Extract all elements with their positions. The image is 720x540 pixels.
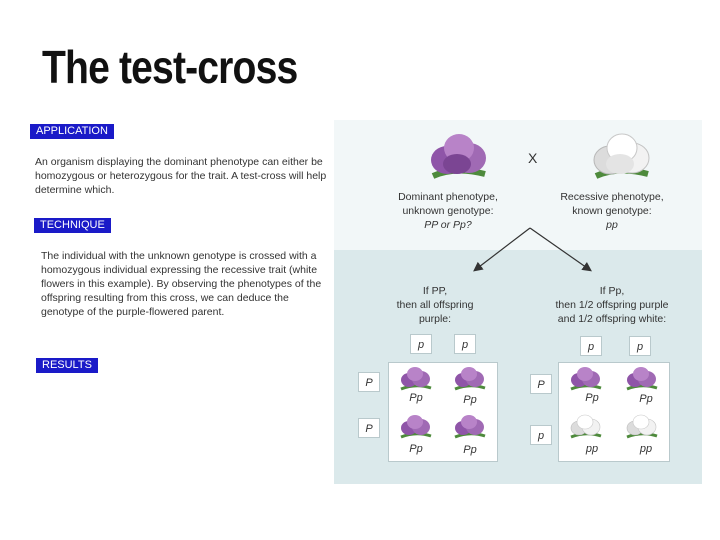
application-text: An organism displaying the dominant phen… xyxy=(35,156,327,196)
right-outcome-text: If Pp, then 1/2 offspring purple and 1/2… xyxy=(555,285,669,325)
right-cell-genotype: pp xyxy=(585,443,599,455)
offspring-purple-flower-icon xyxy=(400,367,432,391)
offspring-purple-flower-icon xyxy=(400,415,432,439)
left-outcome-text: If PP, then all offspring purple: xyxy=(396,285,474,325)
recessive-parent-text: Recessive phenotype, known genotype: pp xyxy=(560,191,664,231)
cross-symbol: X xyxy=(528,150,538,166)
offspring-white-flower-icon xyxy=(570,414,602,439)
right-row-header: p xyxy=(530,425,552,445)
offspring-purple-flower-icon xyxy=(570,367,602,391)
right-cell-genotype: pp xyxy=(639,443,653,455)
right-col-header: p xyxy=(629,336,651,356)
left-row-header: P xyxy=(358,372,380,392)
left-cell-genotype: Pp xyxy=(463,394,477,406)
diagram-panel-top xyxy=(334,120,702,250)
offspring-purple-flower-icon xyxy=(454,367,486,391)
left-cell-genotype: Pp xyxy=(409,392,423,404)
right-cell-genotype: Pp xyxy=(585,392,599,404)
offspring-white-flower-icon xyxy=(626,414,658,439)
results-label: RESULTS xyxy=(36,358,98,373)
left-col-header: p xyxy=(410,334,432,354)
offspring-purple-flower-icon xyxy=(454,415,486,439)
application-label: APPLICATION xyxy=(30,124,114,139)
left-col-header: p xyxy=(454,334,476,354)
right-row-header: P xyxy=(530,374,552,394)
technique-text: The individual with the unknown genotype… xyxy=(41,250,322,318)
left-cell-genotype: Pp xyxy=(409,443,423,455)
offspring-purple-flower-icon xyxy=(626,367,658,391)
white-flower-icon xyxy=(593,133,650,179)
right-col-header: p xyxy=(580,336,602,356)
slide-title: The test-cross xyxy=(42,41,298,93)
technique-label: TECHNIQUE xyxy=(34,218,111,233)
left-row-header: P xyxy=(358,418,380,438)
dominant-parent-text: Dominant phenotype, unknown genotype: PP… xyxy=(398,191,498,231)
purple-flower-icon xyxy=(431,134,486,179)
right-cell-genotype: Pp xyxy=(639,393,653,405)
left-cell-genotype: Pp xyxy=(463,444,477,456)
